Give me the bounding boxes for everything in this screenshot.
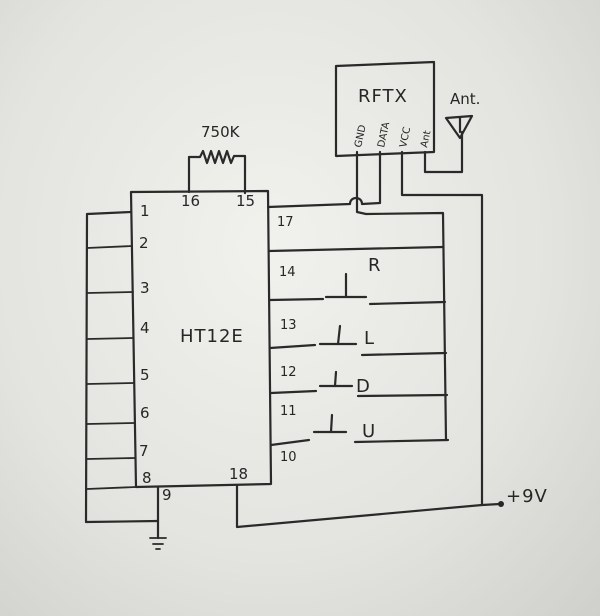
pin-label-12: 12 [280,365,297,380]
button-label-d: D [356,376,371,397]
pin17-data-wire [266,150,382,209]
antenna-icon [444,114,474,140]
pin-label-14: 14 [279,265,296,280]
pin-label-4: 4 [140,319,150,337]
rf-vcc-wire [400,150,484,507]
ht12e-chip-body [129,189,273,489]
pin-label-7: 7 [139,442,149,460]
button-label-u: U [362,421,376,442]
pushbutton-u [312,413,348,434]
rf-pin-label-ant: Ant [419,130,433,149]
button-row-wires [267,245,450,447]
pin-label-1: 1 [140,202,150,220]
pin-label-10: 10 [280,450,297,465]
pin-label-2: 2 [139,234,149,252]
pushbutton-d [318,370,354,388]
pin-label-9: 9 [162,486,172,504]
pin-label-13: 13 [280,318,297,333]
pin-label-15: 15 [236,192,255,210]
pin-label-5: 5 [140,366,150,384]
chip-name-label: HT12E [180,326,244,347]
rf-pin-label-vcc: VCC [398,126,413,149]
pin-label-6: 6 [140,404,150,422]
button-label-r: R [368,255,382,276]
supply-label: +9V [506,486,548,507]
button-label-l: L [364,328,375,349]
rf-ant-wire [423,130,464,174]
pin-label-16: 16 [181,192,200,210]
left-address-bus [84,210,160,524]
pin-label-3: 3 [140,279,150,297]
rf-pin-label-data: DATA [376,121,392,149]
pushbutton-l [318,324,358,346]
pushbutton-r [324,272,368,299]
rf-module-box [334,60,436,158]
left-pin-wires [86,245,137,490]
pin-label-8: 8 [142,469,152,487]
pin-label-18: 18 [229,465,248,483]
antenna-label: Ant. [450,90,480,108]
rf-module-name-label: RFTX [358,86,408,107]
pin-label-11: 11 [280,404,297,419]
rf-gnd-wire [355,150,448,442]
supply-terminal-dot [498,501,504,507]
pin18-supply-wire [235,484,502,529]
resistor-value-label: 750K [201,123,241,141]
pin-label-17: 17 [277,215,294,230]
rf-pin-label-gnd: GND [353,124,369,149]
resistor-750k [187,149,247,195]
ground-symbol [149,537,167,550]
